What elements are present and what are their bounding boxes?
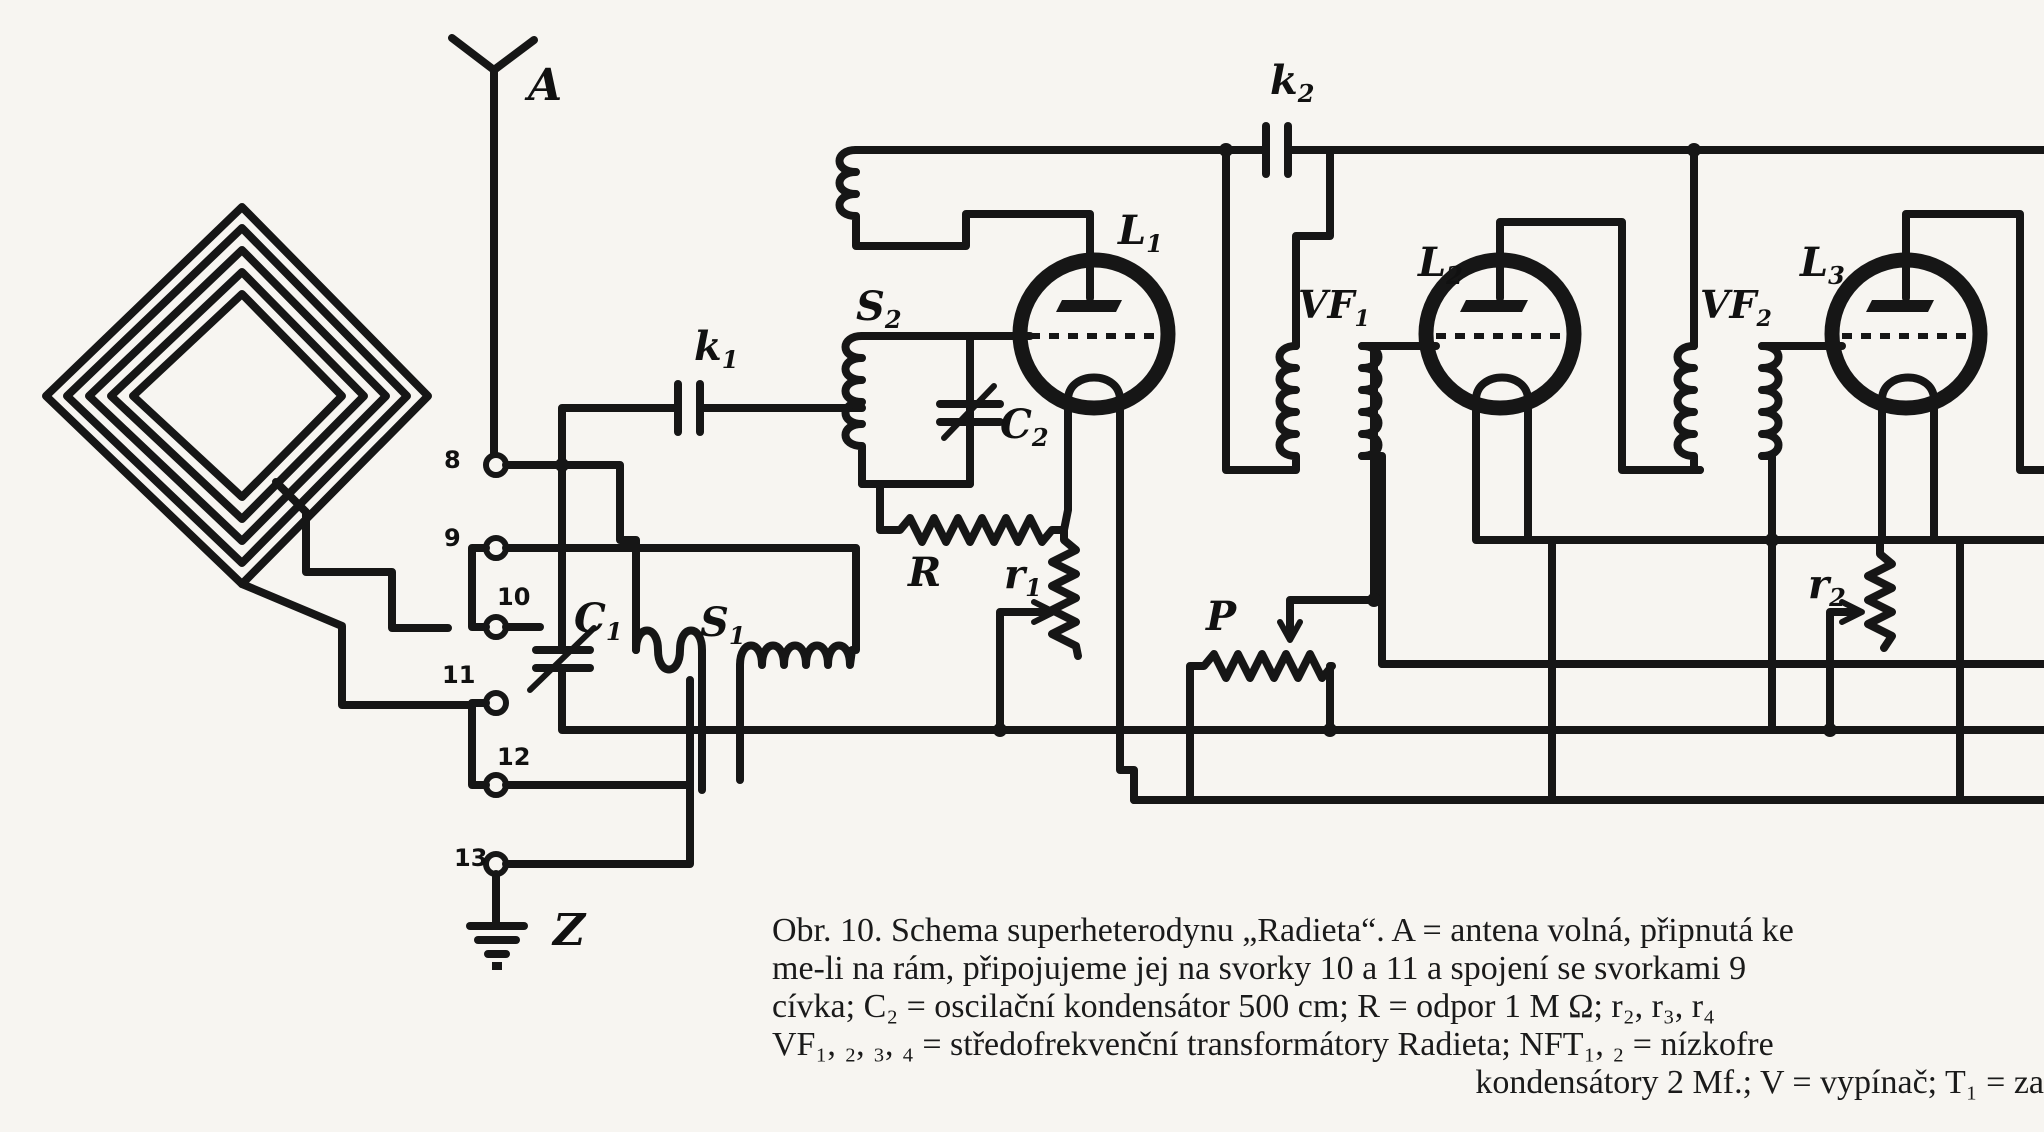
transformer-vf2 — [1673, 146, 1826, 734]
k2-label: k2 — [1270, 57, 1314, 108]
c1-label: C1 — [574, 595, 623, 646]
wire-k1-feed — [558, 404, 670, 469]
caption-line-3: cívka; C₂ = oscilační kondensátor 500 cm… — [772, 988, 1715, 1025]
terminal-label-8: 8 — [444, 446, 461, 474]
terminal-label-12: 12 — [497, 743, 530, 771]
terminal-label-9: 9 — [444, 524, 461, 552]
caption-line-1: Obr. 10. Schema superheterodynu „Radieta… — [772, 912, 1794, 949]
k1-label: k1 — [694, 323, 738, 374]
caption-line-5: kondensátory 2 Mf.; V = vypínač; T₁ = za — [1475, 1064, 2044, 1101]
r1-label: r1 — [1004, 551, 1042, 602]
loop-antenna — [42, 203, 472, 709]
figure-caption: Obr. 10. Schema superheterodynu „Radieta… — [772, 912, 2044, 1102]
caption-line-4: VF₁, ₂, ₃, ₄ = středofrekvenční transfor… — [772, 1026, 1774, 1063]
terminal-label-10: 10 — [497, 583, 530, 611]
antenna-symbol — [448, 34, 538, 462]
p-label: P — [1205, 593, 1238, 640]
resistor-r — [876, 480, 1068, 546]
tube-l1 — [1012, 246, 1176, 804]
ground-label: Z — [551, 905, 587, 956]
r2-label: r2 — [1808, 561, 1846, 612]
s2-label: S2 — [856, 283, 902, 334]
l3-label: L3 — [1799, 239, 1845, 290]
terminal-label-13: 13 — [454, 844, 487, 872]
rheostat-r1 — [996, 526, 1082, 734]
supply-rails — [555, 143, 2044, 804]
rheostat-r2 — [1826, 536, 1896, 734]
vf2-label: VF2 — [1700, 282, 1772, 332]
s1-label: S1 — [700, 599, 746, 650]
r-label: R — [907, 549, 941, 596]
terminal-straps — [468, 461, 860, 868]
l1-label: L1 — [1117, 207, 1163, 258]
caption-line-2: me-li na rám, připojujeme jej na svorky … — [772, 950, 1747, 987]
capacitor-k1 — [662, 380, 866, 436]
tube-l3 — [1818, 210, 2044, 544]
coil-s1 — [632, 626, 856, 794]
c2-label: C2 — [1000, 401, 1049, 452]
terminal-label-11: 11 — [442, 661, 475, 689]
antenna-label: A — [524, 60, 562, 111]
ground-symbol — [466, 870, 528, 970]
capacitor-c1 — [527, 461, 1004, 734]
wire-8-s1 — [558, 461, 640, 654]
vf1-label: VF1 — [1298, 282, 1370, 332]
capacitor-c2 — [936, 332, 1004, 488]
tube-l2 — [1410, 218, 1704, 544]
potentiometer-p — [1186, 342, 1378, 734]
l2-label: L2 — [1417, 239, 1463, 290]
